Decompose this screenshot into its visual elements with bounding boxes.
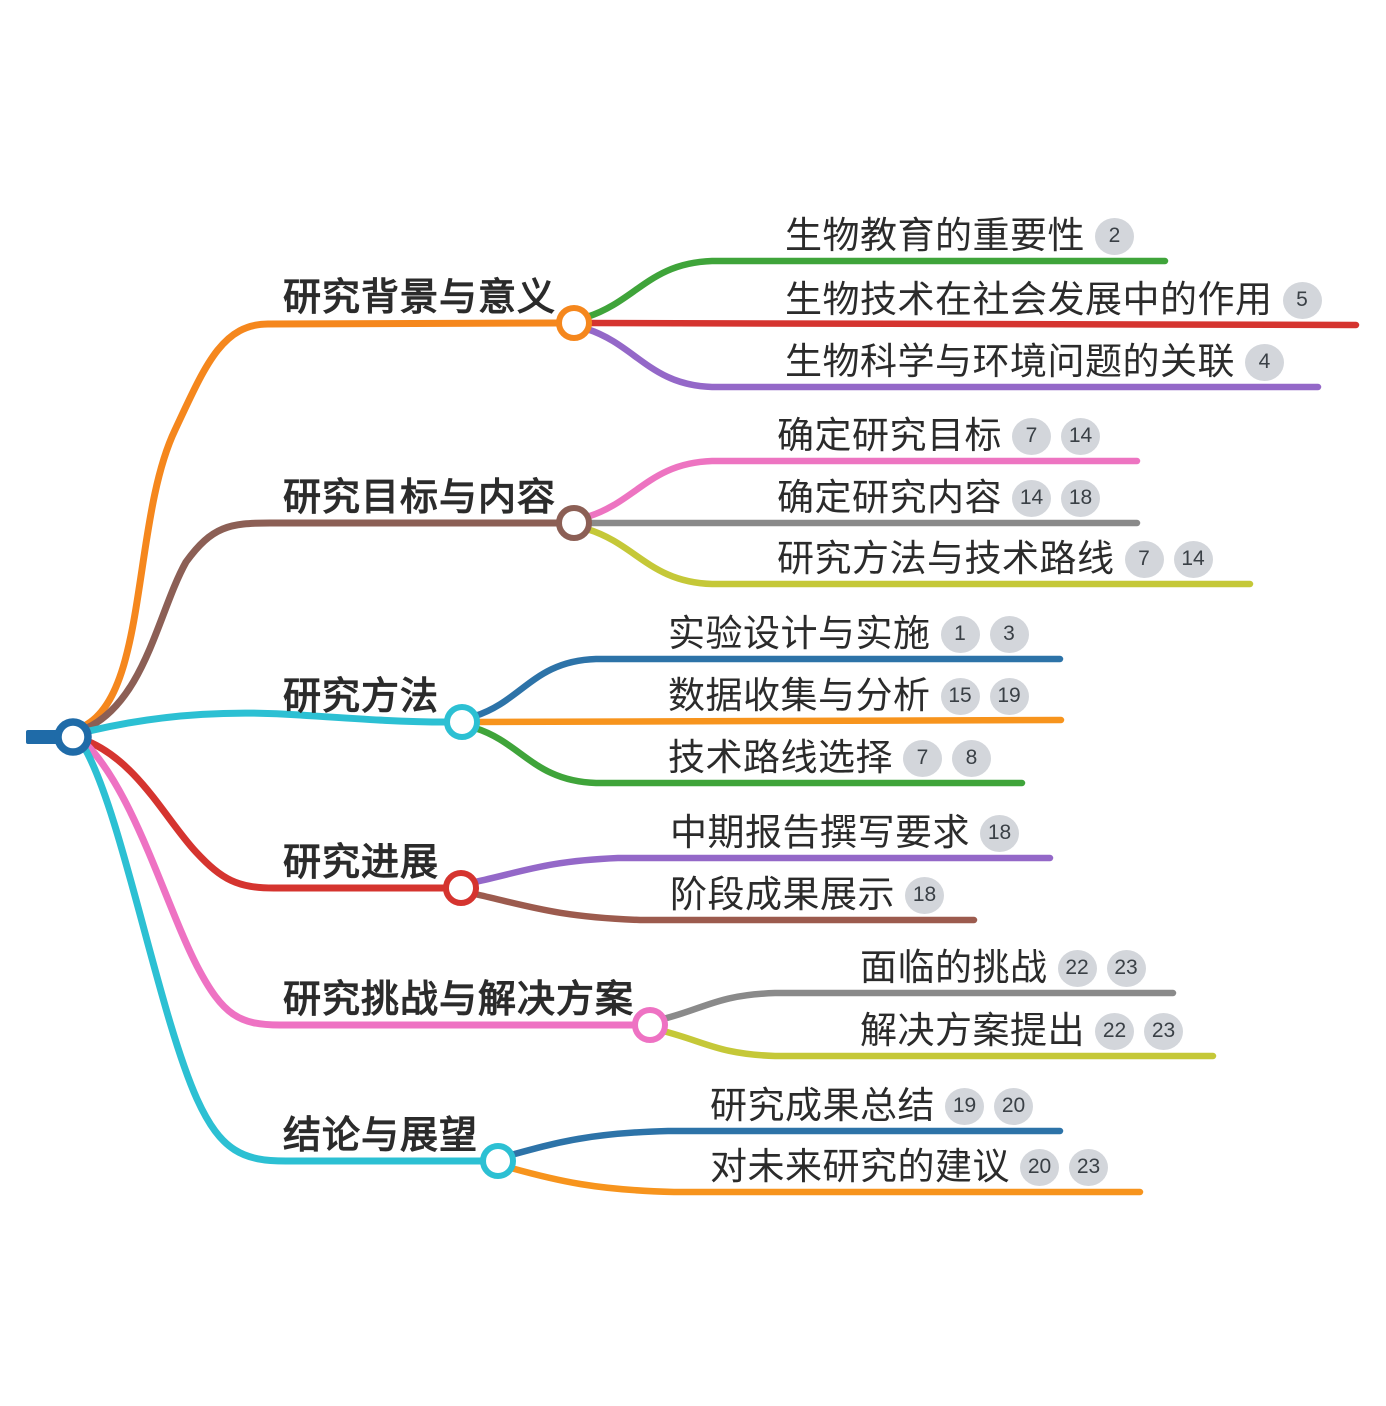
badge[interactable]: 2 — [1095, 217, 1134, 255]
child-row-experiment-design: 实验设计与实施 1 3 — [668, 613, 1029, 655]
root-stub — [26, 730, 58, 744]
badge[interactable]: 5 — [1282, 281, 1322, 319]
badge[interactable]: 19 — [945, 1087, 984, 1125]
child-line-data-collection — [473, 716, 1065, 726]
branch-line-progress — [83, 737, 450, 892]
child-row-data-collection: 数据收集与分析 15 19 — [668, 675, 1029, 717]
badge[interactable]: 18 — [1061, 479, 1100, 517]
badge[interactable]: 7 — [1124, 540, 1164, 578]
child-line-biotech-society — [585, 319, 1360, 329]
child-line-route-selection — [471, 724, 1026, 787]
child-row-bio-education: 生物教育的重要性 2 — [785, 215, 1134, 257]
child-label[interactable]: 生物科学与环境问题的关联 — [785, 341, 1235, 382]
child-row-method-route: 研究方法与技术路线 7 14 — [777, 538, 1213, 580]
node-methods[interactable] — [444, 704, 480, 740]
branch-line-challenges — [82, 740, 640, 1029]
badge[interactable]: 1 — [940, 615, 980, 653]
child-label[interactable]: 生物教育的重要性 — [785, 215, 1085, 256]
branch-label-methods[interactable]: 研究方法 — [283, 676, 440, 718]
badge[interactable]: 7 — [1012, 417, 1051, 455]
badge[interactable]: 19 — [989, 677, 1029, 715]
badge[interactable]: 7 — [903, 739, 942, 777]
child-label[interactable]: 面临的挑战 — [860, 947, 1048, 988]
badge[interactable]: 8 — [952, 739, 991, 777]
child-line-challenges-faced — [659, 989, 1177, 1023]
child-line-midterm-report — [471, 854, 1054, 886]
branch-line-background — [80, 319, 563, 730]
child-line-bio-environment — [583, 325, 1322, 391]
root-node[interactable] — [54, 718, 92, 756]
child-row-biotech-society: 生物技术在社会发展中的作用 5 — [785, 279, 1322, 321]
child-label[interactable]: 确定研究目标 — [777, 415, 1002, 456]
badge[interactable]: 23 — [1144, 1012, 1183, 1050]
badge[interactable]: 18 — [905, 876, 944, 914]
child-row-bio-environment: 生物科学与环境问题的关联 4 — [785, 341, 1284, 383]
branch-line-goals — [81, 519, 563, 733]
badge[interactable]: 22 — [1095, 1012, 1134, 1050]
badge[interactable]: 4 — [1245, 343, 1284, 381]
child-label[interactable]: 阶段成果展示 — [670, 874, 895, 915]
badge[interactable]: 18 — [980, 814, 1019, 852]
node-background[interactable] — [556, 305, 592, 341]
child-label[interactable]: 数据收集与分析 — [668, 675, 931, 716]
child-row-challenges-faced: 面临的挑战 22 23 — [860, 947, 1146, 989]
child-row-midterm-report: 中期报告撰写要求 18 — [670, 812, 1019, 854]
node-challenges[interactable] — [632, 1007, 668, 1043]
badge[interactable]: 15 — [940, 677, 980, 715]
child-label[interactable]: 实验设计与实施 — [668, 613, 931, 654]
badge[interactable]: 14 — [1173, 540, 1213, 578]
branch-label-background[interactable]: 研究背景与意义 — [283, 277, 557, 319]
badge[interactable]: 20 — [1020, 1148, 1059, 1186]
badge[interactable]: 23 — [1069, 1148, 1108, 1186]
child-label[interactable]: 技术路线选择 — [668, 737, 893, 778]
child-row-define-goals: 确定研究目标 7 14 — [777, 415, 1100, 457]
child-row-future-suggestions: 对未来研究的建议 20 23 — [710, 1146, 1108, 1188]
child-line-define-goals — [583, 457, 1141, 521]
node-progress[interactable] — [443, 870, 479, 906]
badge[interactable]: 23 — [1106, 949, 1146, 987]
branch-label-goals[interactable]: 研究目标与内容 — [283, 477, 557, 519]
node-conclusion[interactable] — [480, 1143, 516, 1179]
child-label[interactable]: 解决方案提出 — [860, 1010, 1085, 1051]
branch-label-challenges[interactable]: 研究挑战与解决方案 — [283, 979, 635, 1021]
badge[interactable]: 20 — [994, 1087, 1033, 1125]
child-line-solutions-proposed — [659, 1027, 1217, 1060]
child-label[interactable]: 中期报告撰写要求 — [670, 812, 970, 853]
badge[interactable]: 22 — [1057, 949, 1097, 987]
badge[interactable]: 14 — [1012, 479, 1051, 517]
branch-label-progress[interactable]: 研究进展 — [283, 842, 440, 884]
child-row-define-content: 确定研究内容 14 18 — [777, 477, 1100, 519]
child-label[interactable]: 研究方法与技术路线 — [777, 538, 1115, 579]
child-label[interactable]: 生物技术在社会发展中的作用 — [785, 279, 1273, 320]
node-goals[interactable] — [556, 505, 592, 541]
badge[interactable]: 14 — [1061, 417, 1100, 455]
branch-line-methods — [85, 709, 451, 735]
child-label[interactable]: 对未来研究的建议 — [710, 1146, 1010, 1187]
child-row-stage-results: 阶段成果展示 18 — [670, 874, 944, 916]
child-row-route-selection: 技术路线选择 7 8 — [668, 737, 991, 779]
child-line-future-suggestions — [507, 1164, 1144, 1196]
badge[interactable]: 3 — [989, 615, 1029, 653]
child-line-results-summary — [507, 1127, 1064, 1159]
branch-line-conclusion — [80, 743, 487, 1165]
child-label[interactable]: 研究成果总结 — [710, 1085, 935, 1126]
child-row-results-summary: 研究成果总结 19 20 — [710, 1085, 1033, 1127]
child-line-stage-results — [471, 890, 978, 924]
child-label[interactable]: 确定研究内容 — [777, 477, 1002, 518]
child-row-solutions-proposed: 解决方案提出 22 23 — [860, 1010, 1183, 1052]
child-line-method-route — [583, 525, 1254, 588]
child-line-bio-education — [583, 257, 1169, 321]
child-line-experiment-design — [471, 655, 1064, 720]
branch-label-conclusion[interactable]: 结论与展望 — [283, 1115, 479, 1157]
